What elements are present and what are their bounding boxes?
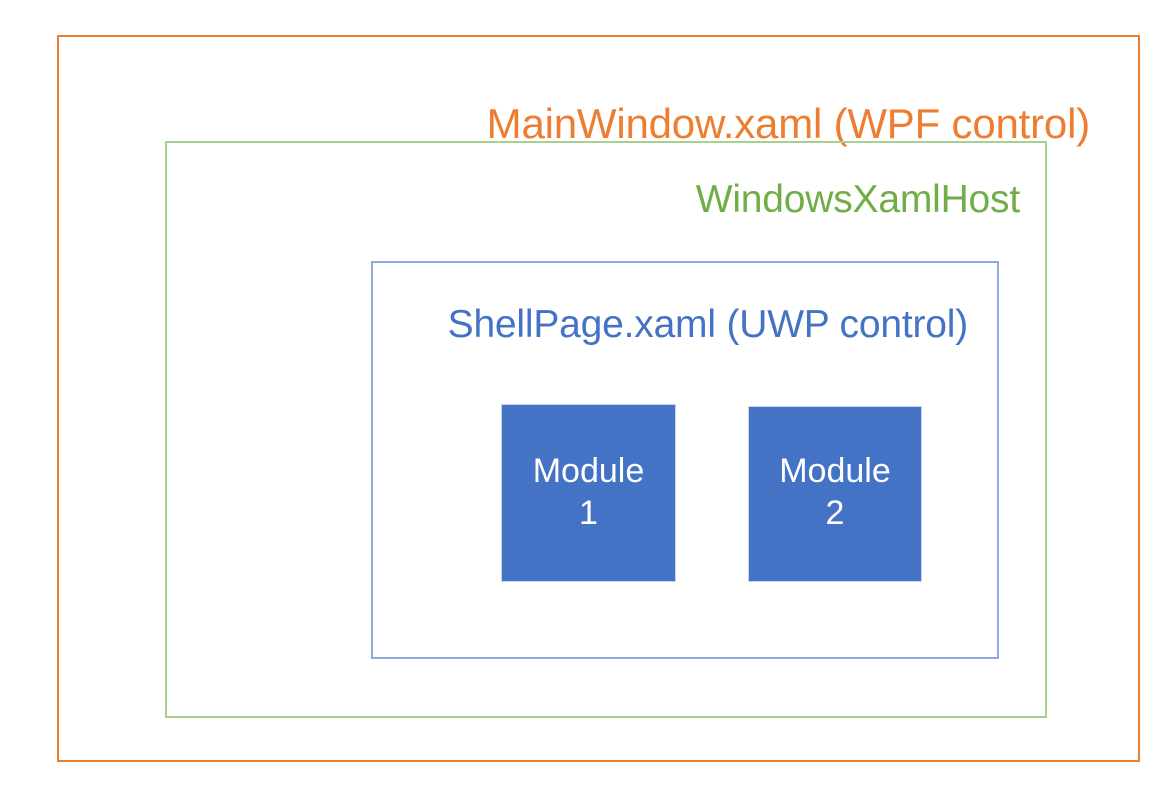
module-2-name: Module (779, 452, 891, 490)
module-1-name: Module (532, 452, 645, 490)
module-block-2: Module 2 (748, 406, 922, 582)
layer-label-mainwindow: MainWindow.xaml (WPF control) (486, 100, 1091, 147)
layer-box-shellpage: ShellPage.xaml (UWP control) Module 1 Mo… (371, 261, 999, 659)
layer-box-windowsxamlhost: WindowsXamlHost ShellPage.xaml (UWP cont… (165, 141, 1047, 718)
layer-box-mainwindow: MainWindow.xaml (WPF control) WindowsXam… (57, 35, 1140, 762)
module-2-number: 2 (825, 494, 845, 533)
module-1-number: 1 (579, 494, 598, 533)
layer-label-shellpage: ShellPage.xaml (UWP control) (447, 303, 969, 346)
layer-label-windowsxamlhost: WindowsXamlHost (695, 178, 1020, 221)
module-block-1: Module 1 (501, 404, 676, 582)
